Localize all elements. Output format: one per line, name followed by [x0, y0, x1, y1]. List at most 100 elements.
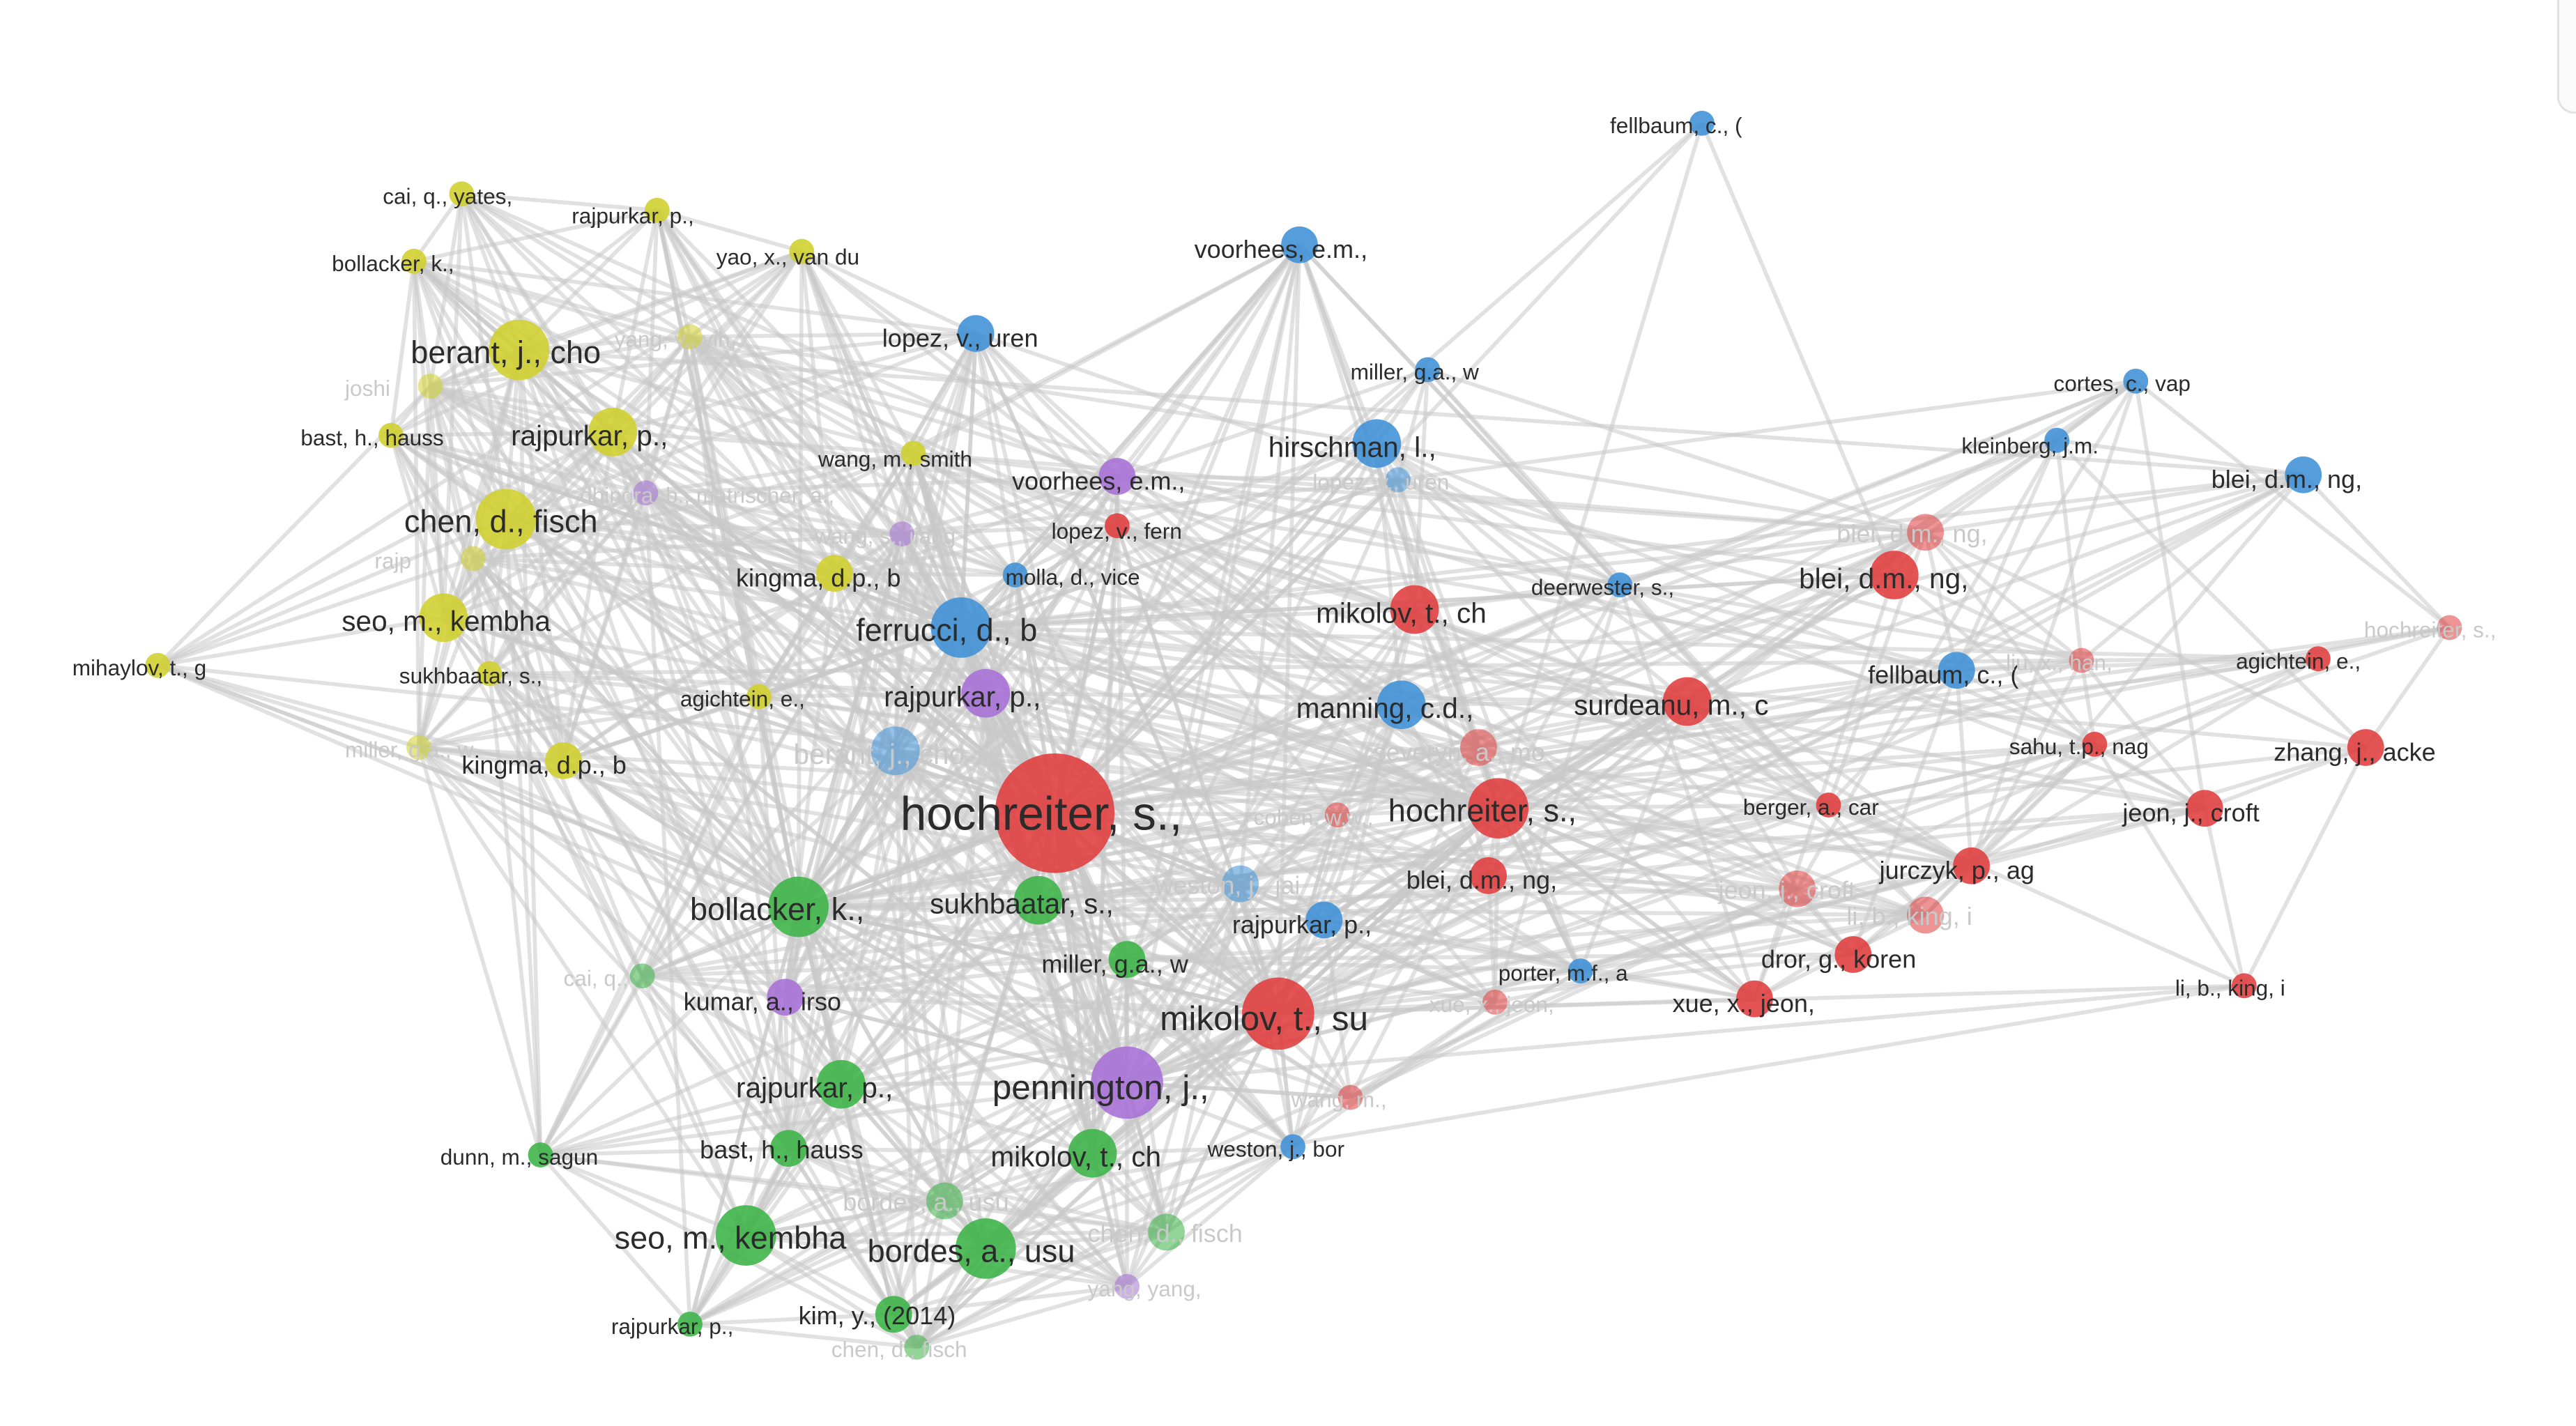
node-severyn[interactable]: [1460, 729, 1497, 766]
node-sukhbaatar_y[interactable]: [477, 661, 503, 687]
node-liu_faint[interactable]: [2069, 647, 2094, 673]
node-kingma_y[interactable]: [545, 742, 582, 779]
node-xue_faint[interactable]: [1482, 989, 1508, 1015]
node-chen_y[interactable]: [475, 489, 537, 550]
node-xue[interactable]: [1736, 980, 1773, 1018]
node-weston_faint[interactable]: [1222, 865, 1259, 903]
node-label-sukhbaatar_y: sukhbaatar, s.,: [399, 664, 542, 689]
node-chen_faint[interactable]: [1148, 1213, 1185, 1251]
node-kim[interactable]: [875, 1296, 912, 1333]
node-wang_jiang[interactable]: [889, 521, 914, 546]
node-sahu[interactable]: [2082, 731, 2108, 757]
panel-edge-handle[interactable]: [2557, 0, 2576, 114]
node-cortes[interactable]: [2123, 368, 2149, 394]
node-bast_g[interactable]: [770, 1130, 807, 1167]
node-rajpurkar_b[interactable]: [1305, 901, 1343, 939]
node-rajpurkar_g[interactable]: [816, 1059, 866, 1109]
node-dror[interactable]: [1834, 936, 1872, 973]
node-rajp_faint[interactable]: [460, 546, 486, 572]
node-seo_y[interactable]: [419, 593, 468, 643]
edge-seo_g-bordes_g: [745, 1233, 986, 1251]
node-sukhbaatar_g[interactable]: [1013, 875, 1063, 925]
node-bast_y[interactable]: [378, 422, 404, 448]
node-miller_faint[interactable]: [406, 735, 431, 760]
node-fellbaum_b[interactable]: [1938, 652, 1975, 689]
node-rajpurkar_p[interactable]: [961, 668, 1011, 718]
node-kleinberg[interactable]: [2044, 427, 2070, 453]
node-molla[interactable]: [1002, 562, 1028, 588]
node-jeon_croft[interactable]: [2186, 790, 2223, 827]
node-wang_smith[interactable]: [900, 440, 926, 466]
node-kingma_p[interactable]: [816, 555, 853, 592]
node-blei_r2[interactable]: [1470, 857, 1507, 894]
edge-yang_yih-lopez_b1: [689, 331, 976, 339]
node-blei_faint[interactable]: [1907, 514, 1944, 551]
node-weston_b[interactable]: [1280, 1134, 1305, 1160]
node-dunn[interactable]: [528, 1142, 553, 1167]
node-matrischer[interactable]: [633, 480, 659, 506]
node-hochreiter_r2[interactable]: [1468, 778, 1529, 839]
node-lopez_faint[interactable]: [1386, 467, 1411, 493]
node-label-severyn: severyn, a., mo: [1374, 737, 1545, 766]
node-joshi[interactable]: [417, 374, 443, 399]
node-blei_b_right[interactable]: [2285, 456, 2322, 493]
node-voorhees_p[interactable]: [1098, 458, 1136, 495]
node-bollacker_g[interactable]: [768, 876, 829, 937]
node-zhang[interactable]: [2347, 729, 2384, 766]
node-rajpurkar_g2[interactable]: [677, 1311, 703, 1337]
node-berant_y[interactable]: [489, 319, 550, 381]
node-yang_faint[interactable]: [1114, 1273, 1140, 1299]
node-jeon_faint[interactable]: [1779, 870, 1816, 907]
node-manning[interactable]: [1377, 680, 1426, 730]
node-ferrucci[interactable]: [930, 597, 992, 658]
node-rajpurkar_y1[interactable]: [644, 197, 670, 223]
node-li_king[interactable]: [2231, 973, 2257, 999]
node-lopez_fern[interactable]: [1104, 513, 1130, 539]
node-bordes_g[interactable]: [955, 1218, 1016, 1279]
node-blei_r[interactable]: [1869, 551, 1919, 599]
edge-lopez_b1-wang_jiang: [900, 332, 978, 535]
node-bollacker_y[interactable]: [401, 248, 427, 274]
edge-wang_jiang-molla: [901, 532, 1016, 577]
node-voorhees_b1[interactable]: [1281, 226, 1318, 263]
node-porter[interactable]: [1567, 958, 1593, 983]
node-jurczyk[interactable]: [1953, 847, 1990, 884]
node-pennington[interactable]: [1091, 1046, 1163, 1119]
node-surdeanu[interactable]: [1662, 677, 1712, 726]
node-cohen[interactable]: [1324, 802, 1350, 828]
node-yang_yih[interactable]: [677, 324, 703, 350]
node-rajpurkar_y2[interactable]: [588, 408, 638, 457]
edge-mikolov_su-chen_faint: [1165, 1013, 1280, 1234]
node-mikolov_su[interactable]: [1242, 977, 1314, 1050]
node-berant_b[interactable]: [871, 726, 920, 776]
node-hochreiter_faint[interactable]: [2437, 615, 2462, 641]
node-cai_faint[interactable]: [629, 963, 655, 989]
node-berger[interactable]: [1816, 792, 1841, 818]
node-deerwester[interactable]: [1607, 572, 1633, 598]
node-seo_g[interactable]: [715, 1205, 776, 1266]
node-bordes_faint[interactable]: [926, 1182, 963, 1220]
node-mihaylov[interactable]: [145, 652, 171, 678]
node-fellbaum_top[interactable]: [1689, 110, 1715, 136]
node-kumar[interactable]: [767, 979, 804, 1016]
node-agichtein_y[interactable]: [746, 684, 772, 710]
node-miller_g[interactable]: [1108, 941, 1146, 978]
edge-rajp_faint-bast_g: [471, 558, 790, 1149]
node-miller_b1[interactable]: [1415, 357, 1441, 383]
node-mikolov_r_ch[interactable]: [1390, 585, 1439, 634]
node-hochreiter_main[interactable]: [995, 753, 1115, 873]
node-li_king_faint[interactable]: [1907, 896, 1944, 934]
edge-yao-wang_smith: [799, 250, 916, 454]
node-wang_faint[interactable]: [1337, 1084, 1363, 1110]
node-cai[interactable]: [449, 181, 475, 207]
node-agichtein_r[interactable]: [2306, 646, 2331, 672]
node-label-berger: berger, a., car: [1743, 795, 1879, 820]
node-chen_faint2[interactable]: [904, 1334, 930, 1360]
node-yao[interactable]: [789, 238, 815, 264]
node-hirschman[interactable]: [1352, 419, 1402, 468]
edge-hochreiter_faint-zhang: [2363, 626, 2451, 749]
node-mikolov_g[interactable]: [1068, 1128, 1117, 1178]
node-lopez_b1[interactable]: [957, 315, 995, 352]
